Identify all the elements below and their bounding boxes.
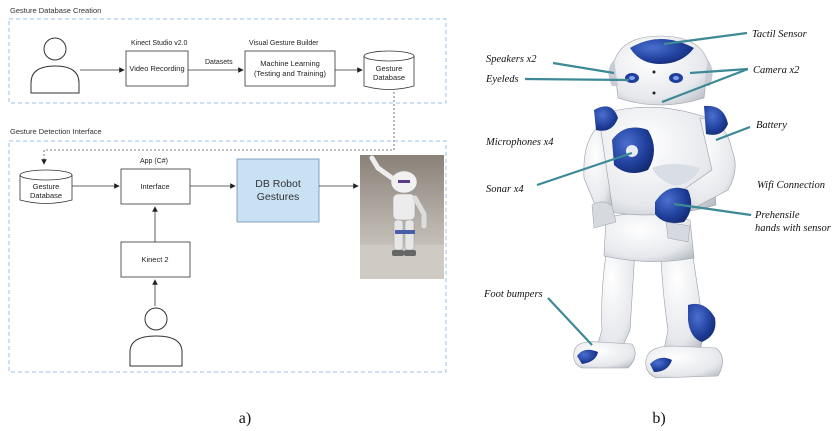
robot-photo [360,155,444,279]
pointer-foot-bumpers [547,297,593,346]
datasets-label: Datasets [205,59,233,66]
label-microphones: Microphones x4 [485,137,554,148]
panel-a: Gesture Database Creation Kinect Studio … [8,6,447,427]
gesture-db-line2: Database [373,73,405,82]
db-robot-line1: DB Robot [255,178,301,190]
user-icon [30,37,80,94]
section1-border [8,18,447,104]
gesture-db-line1: Gesture [376,64,403,73]
label-prehensile-line1: Prehensile [754,210,800,221]
vgb-title: Visual Gesture Builder [249,40,319,47]
db-robot-gestures-box [236,158,320,223]
label-camera: Camera x2 [753,65,800,76]
gesture-database-icon-2 [19,169,73,204]
label-foot-bumpers: Foot bumpers [483,289,543,300]
caption-a: a) [239,410,251,427]
label-sonar: Sonar x4 [486,184,524,195]
label-prehensile-line2: hands with sensor [755,223,832,234]
section1-title: Gesture Database Creation [10,6,101,15]
interface-label: Interface [140,182,169,191]
section2-border [8,140,447,373]
panel-b: Tactil Sensor Speakers x2 Eyeleds Camera… [483,29,832,427]
pointer-camera-2 [661,67,749,104]
video-recording-box [125,50,189,87]
gesture-database-icon [363,50,415,90]
app-title: App (C#) [140,158,168,165]
label-battery: Battery [756,120,787,131]
pointer-speakers [552,61,615,75]
kinect-studio-title: Kinect Studio v2.0 [131,40,188,47]
db-robot-line2: Gestures [257,191,300,203]
gesture-db2-line1: Gesture [33,182,60,191]
pointer-tactil [663,31,748,46]
pointer-eyeleds [524,77,630,82]
ml-label-line1: Machine Learning [260,59,320,68]
kinect2-label: Kinect 2 [141,255,168,264]
dotted-connector [41,92,395,165]
pointer-lines [524,31,752,346]
label-eyeleds: Eyeleds [485,74,519,85]
section2-title: Gesture Detection Interface [10,127,102,136]
interface-box [120,168,191,205]
pointer-camera-1 [689,67,749,75]
kinect2-box [120,241,191,278]
label-wifi: Wifi Connection [757,180,825,191]
label-speakers: Speakers x2 [486,54,537,65]
caption-b: b) [652,410,665,427]
video-recording-label: Video Recording [129,64,184,73]
pointer-battery [715,125,751,142]
pointer-prehensile [673,202,752,217]
ml-label-line2: (Testing and Training) [254,69,327,78]
label-tactil-sensor: Tactil Sensor [752,29,808,40]
ml-box [244,50,336,87]
nao-robot-illustration [573,35,736,379]
pointer-sonar [536,151,633,187]
user-icon-2 [129,307,183,367]
gesture-db2-line2: Database [30,191,62,200]
